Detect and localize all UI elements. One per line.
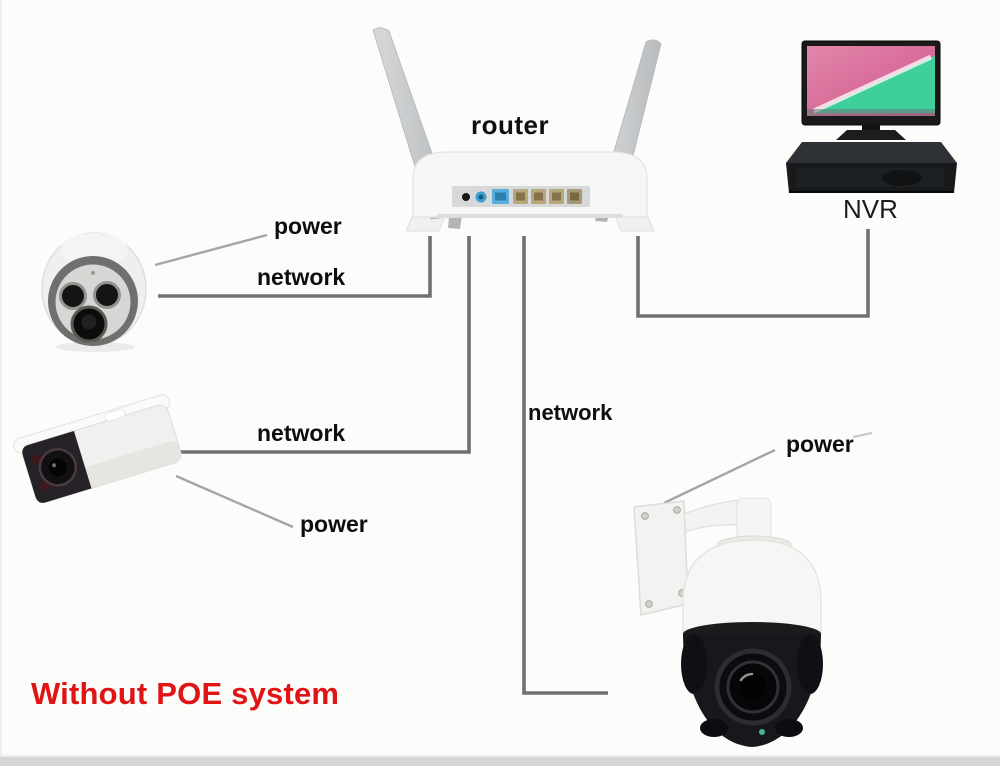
- bullet-ir-led-bottom: [40, 481, 50, 491]
- diagram-title: Without POE system: [31, 676, 340, 711]
- ptz-ir-panel-bottom-right: [775, 719, 803, 737]
- nvr-front-shadow-detail: [882, 170, 922, 186]
- ptz-status-led: [759, 729, 765, 735]
- dome-network-cable: [158, 236, 432, 298]
- router-lan-ports: [513, 189, 582, 204]
- router-wps-button-center: [478, 194, 484, 200]
- router-bottom-shadow: [437, 214, 623, 218]
- router-label: router: [471, 110, 550, 140]
- nvr-box-image: [786, 142, 957, 193]
- dome-camera-image: [41, 232, 147, 352]
- dome-ir-led-left: [59, 282, 87, 310]
- bullet-ir-led-top: [32, 454, 42, 464]
- bullet-lens: [48, 458, 67, 477]
- monitor-stand-base: [836, 130, 906, 140]
- dome-network-label: network: [257, 264, 346, 290]
- router-power-jack: [462, 193, 470, 201]
- ptz-ir-panel-right: [797, 634, 823, 694]
- dome-lens-core: [81, 314, 97, 330]
- router-body: [412, 151, 648, 218]
- bullet-top-detail: [104, 408, 126, 422]
- monitor-stand-neck: [862, 124, 880, 135]
- nvr-network-cable: [636, 229, 870, 318]
- monitor-screen-diagonal-streak: [812, 54, 933, 114]
- bullet-network-label: network: [257, 420, 346, 446]
- dome-power-label: power: [274, 213, 342, 239]
- dome-housing-top: [60, 233, 128, 267]
- ptz-network-label: network: [528, 400, 613, 425]
- ptz-dome-body: [682, 539, 822, 634]
- router-wan-port-inner: [495, 192, 506, 201]
- dome-shadow: [55, 342, 135, 352]
- ptz-power-pointer-dash: [852, 431, 873, 439]
- dome-mic-hole: [91, 271, 95, 275]
- nvr-top-face: [786, 142, 957, 163]
- dome-ir-led-right: [93, 281, 121, 309]
- bullet-network-cable: [160, 236, 471, 454]
- ptz-lens-core: [740, 674, 766, 700]
- monitor-image: [801, 40, 941, 140]
- ptz-ir-panel-bottom-left: [700, 719, 728, 737]
- ptz-power-pointer-line: [663, 448, 776, 505]
- left-edge-artifact: [0, 0, 2, 766]
- router-image: [372, 27, 662, 232]
- bullet-power-pointer-line: [175, 474, 294, 529]
- ptz-lens-glint: [739, 672, 754, 682]
- ptz-camera-image: [633, 497, 823, 747]
- ptz-network-cable: [522, 236, 608, 695]
- bottom-edge-strip: [0, 755, 1000, 766]
- bullet-camera-image: [13, 394, 182, 504]
- bullet-power-label: power: [300, 511, 368, 537]
- nvr-label: NVR: [843, 194, 898, 224]
- monitor-taskbar: [807, 109, 935, 116]
- connection-lines: [154, 229, 873, 695]
- bullet-lens-glint: [52, 463, 57, 468]
- dome-power-pointer-line: [154, 233, 268, 267]
- ptz-ir-panel-left: [681, 634, 707, 694]
- ptz-power-label: power: [786, 431, 854, 457]
